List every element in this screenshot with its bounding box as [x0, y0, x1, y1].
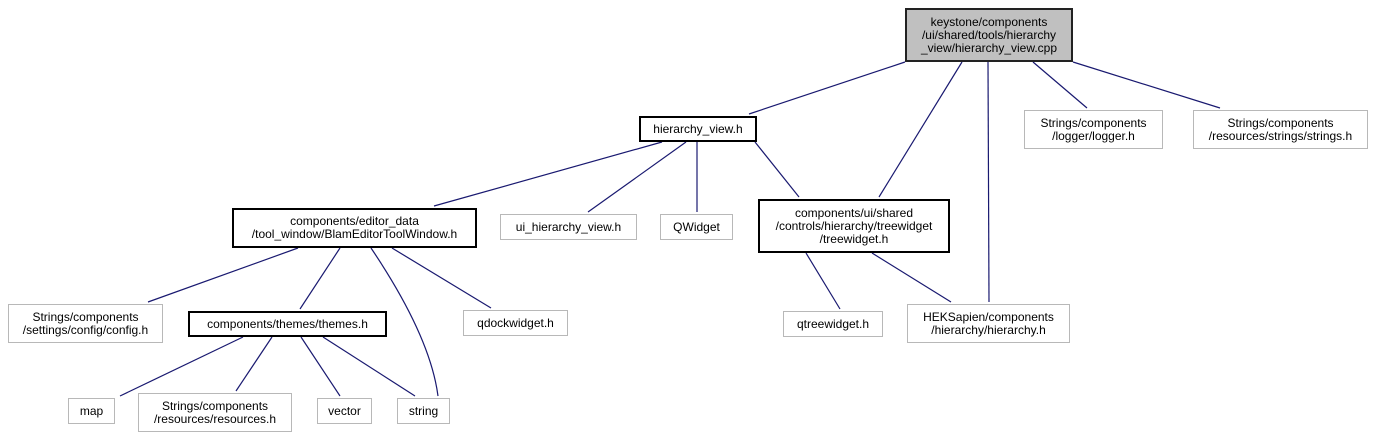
edge-hierarchy_view_h-to-treewidget_h [754, 141, 800, 198]
node-label-line: Strings/components [1040, 115, 1147, 130]
node-qdockwidget_h[interactable]: qdockwidget.h [463, 310, 568, 336]
node-label-line: HEKSapien/components [923, 309, 1054, 324]
node-label-line: /settings/config/config.h [22, 322, 149, 337]
edge-blam_editor_tool_window_h-to-qdockwidget_h [391, 247, 492, 309]
node-label-line: /logger/logger.h [1052, 128, 1135, 143]
node-label-line: ui_hierarchy_view.h [515, 219, 622, 234]
edge-blam_editor_tool_window_h-to-string [370, 247, 439, 397]
node-label-line: Strings/components [161, 398, 269, 413]
node-ui_hierarchy_view_h[interactable]: ui_hierarchy_view.h [500, 214, 637, 240]
node-label-line: /resources/resources.h [153, 411, 277, 426]
node-hierarchy_h[interactable]: HEKSapien/components/hierarchy/hierarchy… [907, 304, 1070, 343]
node-logger_h[interactable]: Strings/components/logger/logger.h [1024, 110, 1163, 149]
node-hierarchy_view_cpp[interactable]: keystone/components/ui/shared/tools/hier… [905, 8, 1073, 62]
edge-hierarchy_view_cpp-to-hierarchy_h [987, 61, 990, 303]
node-label-line: /resources/strings/strings.h [1208, 128, 1353, 143]
node-qwidget[interactable]: QWidget [660, 214, 733, 240]
edge-group [119, 61, 1221, 397]
edge-hierarchy_view_cpp-to-hierarchy_view_h [748, 61, 906, 115]
node-map[interactable]: map [68, 398, 115, 424]
edge-hierarchy_view_cpp-to-strings_h [1072, 61, 1221, 109]
edge-themes_h-to-resources_h [235, 336, 273, 392]
node-label-line: /treewidget.h [819, 231, 889, 246]
edge-hierarchy_view_h-to-ui_hierarchy_view_h [587, 141, 687, 213]
node-label-line: /hierarchy/hierarchy.h [931, 322, 1046, 337]
edge-themes_h-to-string [322, 336, 416, 397]
node-resources_h[interactable]: Strings/components/resources/resources.h [138, 393, 292, 432]
node-label-line: QWidget [673, 219, 720, 234]
node-label-line: Strings/components [32, 309, 139, 324]
node-label-line: /controls/hierarchy/treewidget [775, 218, 933, 233]
edge-blam_editor_tool_window_h-to-config_h [147, 247, 299, 303]
node-label-line: string [408, 403, 439, 418]
edge-themes_h-to-vector [300, 336, 341, 397]
edge-treewidget_h-to-hierarchy_h [871, 252, 952, 303]
edge-hierarchy_view_cpp-to-logger_h [1032, 61, 1088, 109]
node-label-line: components/themes/themes.h [207, 316, 368, 331]
node-themes_h[interactable]: components/themes/themes.h [188, 311, 387, 337]
node-blam_editor_tool_window_h[interactable]: components/editor_data/tool_window/BlamE… [232, 208, 477, 248]
edge-blam_editor_tool_window_h-to-themes_h [299, 247, 341, 310]
node-qtreewidget_h[interactable]: qtreewidget.h [783, 311, 883, 337]
node-label-line: components/editor_data [290, 214, 419, 228]
edge-hierarchy_view_h-to-blam_editor_tool_window_h [433, 141, 663, 207]
node-label-line: _view/hierarchy_view.cpp [920, 40, 1058, 55]
node-label-line: /tool_window/BlamEditorToolWindow.h [251, 227, 458, 241]
node-label-line: Strings/components [1227, 115, 1334, 130]
node-label-line: vector [328, 403, 361, 418]
node-hierarchy_view_h[interactable]: hierarchy_view.h [639, 116, 757, 142]
node-label-line: hierarchy_view.h [653, 121, 743, 136]
node-label-line: /ui/shared/tools/hierarchy [921, 27, 1057, 42]
node-treewidget_h[interactable]: components/ui/shared/controls/hierarchy/… [758, 199, 950, 253]
node-label-line: qdockwidget.h [477, 315, 554, 330]
node-strings_h[interactable]: Strings/components/resources/strings/str… [1193, 110, 1368, 149]
node-config_h[interactable]: Strings/components/settings/config/confi… [8, 304, 163, 343]
node-label-line: components/ui/shared [794, 205, 914, 220]
node-string[interactable]: string [397, 398, 450, 424]
node-label-line: keystone/components [930, 14, 1048, 29]
edge-treewidget_h-to-qtreewidget_h [805, 252, 841, 310]
node-label-line: qtreewidget.h [796, 316, 870, 331]
node-vector[interactable]: vector [317, 398, 372, 424]
edge-hierarchy_view_cpp-to-treewidget_h [878, 61, 963, 198]
node-label-line: map [79, 403, 104, 418]
edge-themes_h-to-map [119, 336, 244, 397]
